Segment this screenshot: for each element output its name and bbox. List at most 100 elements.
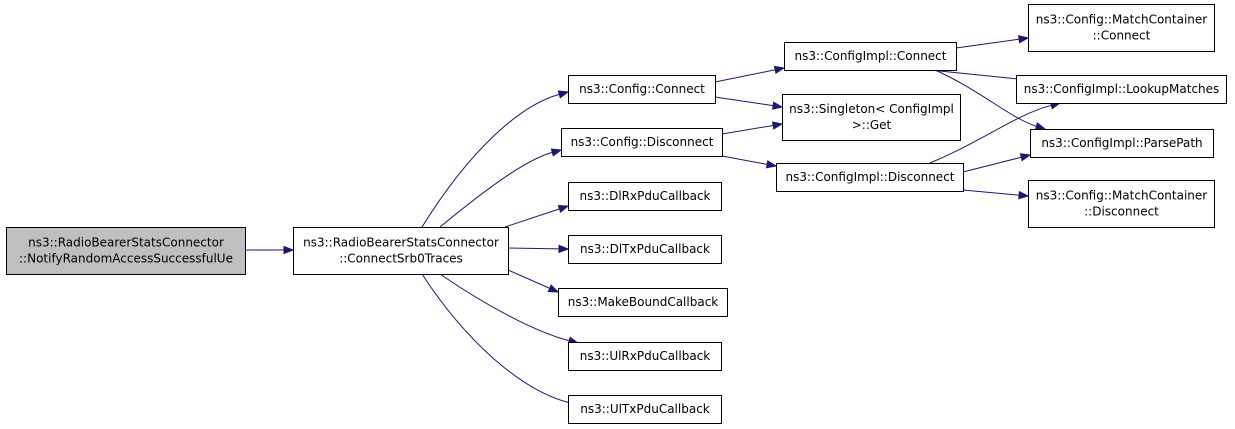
node-label: ns3::Config::Connect bbox=[579, 82, 705, 96]
arrowhead-icon bbox=[558, 244, 570, 254]
node-connect-srb0[interactable]: ns3::RadioBearerStatsConnector::ConnectS… bbox=[293, 227, 509, 275]
nodes-layer: ns3::RadioBearerStatsConnector::NotifyRa… bbox=[6, 4, 1227, 424]
edge-impl_connect-to-mc_connect bbox=[955, 35, 1030, 49]
edge-line bbox=[955, 38, 1020, 49]
edge-line bbox=[962, 189, 1020, 196]
node-label: ns3::DlTxPduCallback bbox=[580, 242, 710, 256]
edge-connect_srb0-to-makebound bbox=[507, 269, 560, 293]
arrowhead-icon bbox=[550, 148, 563, 157]
node-impl-disconnect[interactable]: ns3::ConfigImpl::Disconnect bbox=[776, 163, 964, 192]
arrowhead-icon bbox=[1019, 153, 1032, 162]
edge-connect_srb0-to-ulrx bbox=[439, 273, 580, 345]
arrowhead-icon bbox=[283, 245, 295, 255]
node-dltx[interactable]: ns3::DlTxPduCallback bbox=[568, 235, 722, 264]
edge-impl_disconnect-to-parsepath bbox=[962, 153, 1032, 173]
arrowhead-icon bbox=[1034, 122, 1047, 131]
edge-config_connect-to-impl_connect bbox=[714, 65, 786, 83]
node-label: >::Get bbox=[852, 118, 892, 132]
edge-line bbox=[507, 269, 550, 289]
arrowhead-icon bbox=[771, 101, 784, 110]
node-label: ::Disconnect bbox=[1084, 205, 1159, 219]
node-label: ns3::Config::MatchContainer bbox=[1036, 13, 1207, 27]
arrowhead-icon bbox=[771, 121, 784, 130]
edge-connect_srb0-to-config_connect bbox=[421, 90, 570, 228]
node-box[interactable] bbox=[1028, 180, 1215, 228]
edge-config_disconnect-to-impl_disconnect bbox=[721, 155, 778, 169]
node-ulrx[interactable]: ns3::UlRxPduCallback bbox=[568, 342, 722, 371]
node-label: ::Connect bbox=[1093, 29, 1151, 43]
node-box[interactable] bbox=[1016, 75, 1227, 104]
node-dlrx[interactable]: ns3::DlRxPduCallback bbox=[568, 182, 722, 211]
node-label: ns3::Config::MatchContainer bbox=[1036, 189, 1207, 203]
edge-root-to-connect_srb0 bbox=[245, 245, 295, 255]
edge-line bbox=[721, 124, 774, 135]
node-mc-disconnect[interactable]: ns3::Config::MatchContainer::Disconnect bbox=[1028, 180, 1215, 228]
edge-line bbox=[439, 273, 570, 342]
node-label: ns3::ConfigImpl::LookupMatches bbox=[1024, 82, 1220, 96]
node-parsepath[interactable]: ns3::ConfigImpl::ParsePath bbox=[1030, 129, 1214, 158]
node-lookup[interactable]: ns3::ConfigImpl::LookupMatches bbox=[1016, 75, 1227, 104]
node-box[interactable] bbox=[568, 75, 716, 104]
node-box[interactable] bbox=[776, 163, 964, 192]
arrowhead-icon bbox=[557, 90, 570, 99]
node-impl-connect[interactable]: ns3::ConfigImpl::Connect bbox=[784, 42, 957, 71]
node-label: ns3::UlTxPduCallback bbox=[580, 402, 710, 416]
node-box[interactable] bbox=[1030, 129, 1214, 158]
node-box[interactable] bbox=[1028, 4, 1215, 52]
edge-line bbox=[421, 93, 560, 228]
node-label: ::NotifyRandomAccessSuccessfulUe bbox=[19, 252, 233, 266]
node-ultx[interactable]: ns3::UlTxPduCallback bbox=[568, 395, 722, 424]
node-makebound[interactable]: ns3::MakeBoundCallback bbox=[558, 288, 728, 317]
node-label: ::ConnectSrb0Traces bbox=[339, 252, 463, 266]
edge-line bbox=[934, 69, 1037, 127]
node-box[interactable] bbox=[784, 42, 957, 71]
edge-connect_srb0-to-dltx bbox=[507, 244, 570, 254]
node-label: ns3::MakeBoundCallback bbox=[568, 295, 719, 309]
edge-connect_srb0-to-config_disconnect bbox=[439, 148, 563, 228]
node-box[interactable] bbox=[568, 235, 722, 264]
node-box[interactable] bbox=[568, 342, 722, 371]
edge-line bbox=[421, 273, 570, 404]
edge-line bbox=[962, 156, 1022, 173]
edge-connect_srb0-to-dlrx bbox=[504, 204, 570, 228]
arrowhead-icon bbox=[1018, 190, 1030, 200]
node-box[interactable] bbox=[293, 227, 509, 275]
edge-line bbox=[714, 69, 776, 83]
edge-connect_srb0-to-ultx bbox=[421, 273, 580, 407]
node-box[interactable] bbox=[561, 128, 723, 157]
edge-line bbox=[714, 96, 774, 107]
node-config-connect[interactable]: ns3::Config::Connect bbox=[568, 75, 716, 104]
node-label: ns3::ConfigImpl::Disconnect bbox=[785, 170, 954, 184]
node-singleton-get[interactable]: ns3::Singleton< ConfigImpl>::Get bbox=[782, 94, 961, 141]
node-box[interactable] bbox=[558, 288, 728, 317]
node-mc-connect[interactable]: ns3::Config::MatchContainer::Connect bbox=[1028, 4, 1215, 52]
node-label: ns3::RadioBearerStatsConnector bbox=[28, 236, 224, 250]
arrowhead-icon bbox=[773, 65, 786, 75]
edge-impl_connect-to-lookup bbox=[929, 69, 1030, 84]
arrowhead-icon bbox=[1018, 35, 1030, 44]
arrowhead-icon bbox=[547, 284, 560, 293]
edge-line bbox=[507, 247, 560, 250]
node-label: ns3::RadioBearerStatsConnector bbox=[303, 236, 499, 250]
arrowhead-icon bbox=[765, 160, 778, 169]
edge-line bbox=[929, 104, 1052, 164]
edges-layer bbox=[245, 35, 1062, 407]
edge-line bbox=[721, 155, 768, 165]
node-box[interactable] bbox=[568, 182, 722, 211]
node-label: ns3::UlRxPduCallback bbox=[580, 349, 711, 363]
node-box[interactable] bbox=[6, 227, 246, 275]
node-label: ns3::ConfigImpl::ParsePath bbox=[1041, 136, 1202, 150]
node-label: ns3::DlRxPduCallback bbox=[580, 189, 711, 203]
edge-config_connect-to-singleton_get bbox=[714, 96, 784, 110]
edge-line bbox=[504, 208, 560, 228]
node-label: ns3::Singleton< ConfigImpl bbox=[789, 102, 954, 116]
arrowhead-icon bbox=[557, 204, 570, 214]
node-root[interactable]: ns3::RadioBearerStatsConnector::NotifyRa… bbox=[6, 227, 246, 275]
edge-config_disconnect-to-singleton_get bbox=[721, 121, 784, 135]
node-label: ns3::ConfigImpl::Connect bbox=[795, 49, 947, 63]
node-config-disconnect[interactable]: ns3::Config::Disconnect bbox=[561, 128, 723, 157]
edge-impl_disconnect-to-mc_disconnect bbox=[962, 189, 1030, 200]
node-box[interactable] bbox=[782, 94, 961, 141]
node-box[interactable] bbox=[568, 395, 722, 424]
